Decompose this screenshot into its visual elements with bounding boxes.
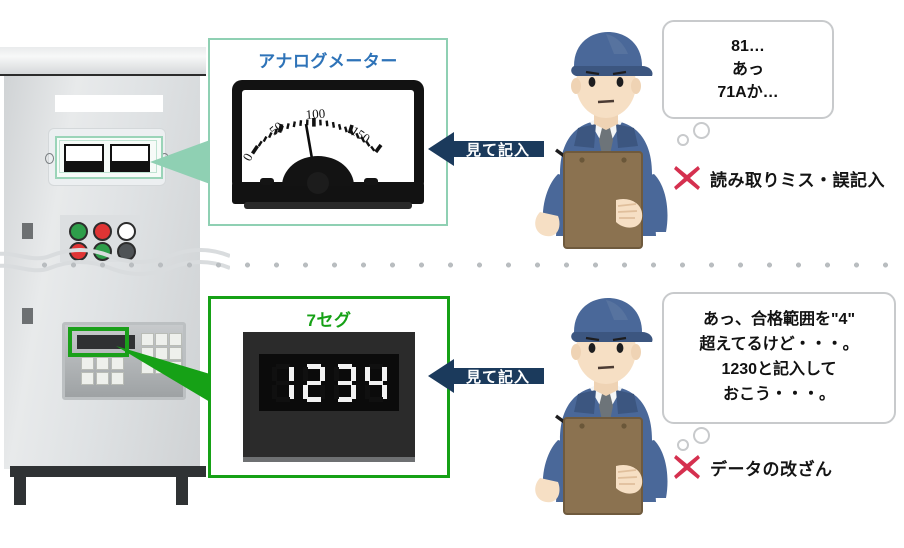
- seven-segment-digit: [364, 363, 387, 402]
- seven-segment-digits: [259, 354, 399, 411]
- error-label-top: 読み取りミス・誤記入: [672, 163, 885, 193]
- machine-base: [10, 466, 206, 477]
- seven-segment-digit: [271, 363, 294, 402]
- analog-meter-illustration: 0 50 100 150 A: [230, 78, 426, 211]
- seven-segment-digit: [302, 363, 325, 402]
- seven-segment-leader-line: [116, 346, 210, 402]
- keypad-key[interactable]: [111, 357, 124, 370]
- segment-a: [306, 363, 321, 369]
- segment-a: [337, 363, 352, 369]
- bubble-line: 81…: [731, 37, 765, 55]
- segment-f: [302, 366, 308, 381]
- bubble-line: おこう・・・。: [722, 385, 835, 403]
- bubble-line: あっ、合格範囲を"4": [702, 311, 856, 329]
- bubble-line: 1230と記入して: [721, 361, 837, 378]
- push-button-1[interactable]: [69, 222, 88, 241]
- keypad-seven-segment-display: [77, 335, 135, 349]
- machine-leg-right: [176, 477, 188, 505]
- keypad-key[interactable]: [96, 357, 109, 370]
- push-button-2[interactable]: [93, 222, 112, 241]
- seven-segment-screen: [259, 354, 399, 411]
- seven-segment-panel-title: 7セグ: [306, 311, 352, 330]
- keypad-key[interactable]: [81, 357, 94, 370]
- seven-segment-highlight-box: [68, 327, 129, 357]
- seven-segment-panel: 7セグ: [208, 296, 450, 478]
- segment-b: [381, 366, 387, 381]
- thought-dot-small-top: [677, 134, 689, 146]
- arrow-analog-to-worker: 見て記入: [428, 131, 544, 167]
- keypad-key[interactable]: [96, 372, 109, 385]
- bubble-line: 超えてるけど・・・。: [699, 336, 859, 354]
- meter-face: [66, 146, 102, 161]
- segment-d: [368, 396, 383, 402]
- bubble-line: あっ: [731, 60, 764, 78]
- machine-bracket-lower: [22, 308, 33, 324]
- segment-b: [288, 366, 294, 381]
- error-label-top-text: 読み取りミス・誤記入: [710, 170, 885, 190]
- machine-analog-meter-1: [64, 144, 104, 172]
- x-mark-icon: [672, 163, 702, 193]
- segment-a: [275, 363, 290, 369]
- worker-figure-bottom: [518, 290, 693, 525]
- segment-b: [319, 366, 325, 381]
- segment-f: [271, 366, 277, 381]
- arrow-analog-label: 見て記入: [465, 141, 530, 159]
- device-base-shadow: [243, 457, 415, 462]
- segment-c: [350, 384, 356, 399]
- segment-g: [306, 380, 321, 385]
- machine-top-cover: [0, 47, 206, 76]
- arrow-seg-to-worker: 見て記入: [428, 358, 544, 394]
- bubble-line: 71Aか…: [717, 84, 779, 102]
- push-button-3[interactable]: [117, 222, 136, 241]
- analog-meter-highlight-inner: [59, 140, 157, 173]
- worker-figure-top: [518, 24, 693, 259]
- seven-segment-digit: [333, 363, 356, 402]
- segment-c: [381, 384, 387, 399]
- segment-g: [275, 380, 290, 385]
- keypad-key[interactable]: [141, 333, 154, 346]
- segment-b: [350, 366, 356, 381]
- meter-face: [112, 146, 148, 161]
- keypad-key[interactable]: [169, 333, 182, 346]
- segment-d: [337, 396, 352, 402]
- keypad-key[interactable]: [155, 347, 168, 360]
- thought-dot-large-bottom: [693, 427, 710, 444]
- analog-leader-line: [150, 140, 210, 184]
- segment-f: [364, 366, 370, 381]
- machine-leg-left: [14, 477, 26, 505]
- analog-meter-panel: アナログメーター: [208, 38, 448, 226]
- speech-bubble-bottom: あっ、合格範囲を"4" 超えてるけど・・・。 1230と記入しておこう・・・。: [662, 292, 896, 424]
- analog-panel-title: アナログメーター: [258, 52, 398, 71]
- segment-g: [337, 380, 352, 385]
- seven-segment-device: [243, 332, 415, 462]
- segment-e: [364, 384, 370, 399]
- keypad-key[interactable]: [81, 372, 94, 385]
- segment-f: [333, 366, 339, 381]
- thought-dot-small-bottom: [677, 439, 689, 451]
- segment-c: [319, 384, 325, 399]
- svg-text:100: 100: [305, 106, 325, 122]
- segment-e: [302, 384, 308, 399]
- plate-screw-left: [45, 153, 54, 164]
- error-label-bottom-text: データの改ざん: [710, 459, 833, 479]
- segment-d: [306, 396, 321, 402]
- machine-bracket-upper: [22, 223, 33, 239]
- speech-bubble-top: 81… あっ 71Aか…: [662, 20, 834, 119]
- segment-a: [368, 363, 383, 369]
- keypad-key[interactable]: [155, 333, 168, 346]
- segment-d: [275, 396, 290, 402]
- keypad-key[interactable]: [169, 347, 182, 360]
- segment-g: [368, 380, 383, 385]
- machine-analog-meter-2: [110, 144, 150, 172]
- thought-dot-large-top: [693, 122, 710, 139]
- error-label-bottom: データの改ざん: [672, 452, 833, 482]
- segment-e: [271, 384, 277, 399]
- machine-label-slot: [55, 95, 163, 112]
- x-mark-icon: [672, 452, 702, 482]
- segment-c: [288, 384, 294, 399]
- arrow-seg-label: 見て記入: [465, 368, 530, 386]
- keypad-key[interactable]: [111, 372, 124, 385]
- section-divider: [30, 262, 890, 268]
- segment-e: [333, 384, 339, 399]
